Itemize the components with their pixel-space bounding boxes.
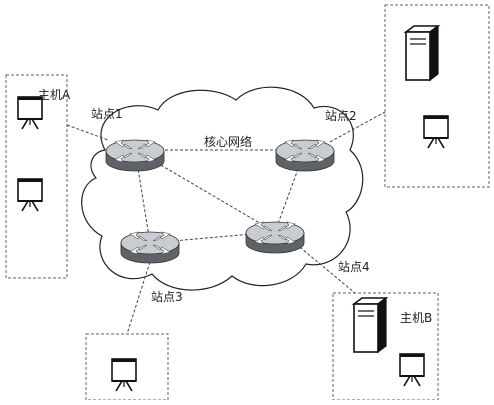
terminal-icon	[399, 353, 425, 387]
core-network-label: 核心网络	[204, 134, 252, 149]
server-icon	[405, 25, 439, 81]
access-links	[66, 111, 386, 335]
station-3-label: 站点3	[151, 290, 183, 304]
host-b-label: 主机B	[400, 311, 432, 325]
terminal-icon	[111, 358, 137, 392]
terminal-icon	[17, 178, 43, 212]
station-2-label: 站点2	[325, 109, 357, 123]
core-network-cloud	[81, 86, 364, 291]
host-b-box	[332, 292, 439, 401]
station-1-label: 站点1	[91, 107, 123, 121]
router-icon	[275, 139, 335, 172]
host-a-box	[5, 74, 68, 279]
router-icon	[120, 231, 180, 264]
host-a-label: 主机A	[38, 88, 71, 102]
router-icon	[245, 221, 305, 254]
terminal-icon	[423, 115, 449, 149]
station-4-label: 站点4	[338, 260, 370, 274]
site2-box	[384, 4, 490, 188]
server-icon	[353, 297, 387, 353]
router-icon	[105, 139, 165, 172]
